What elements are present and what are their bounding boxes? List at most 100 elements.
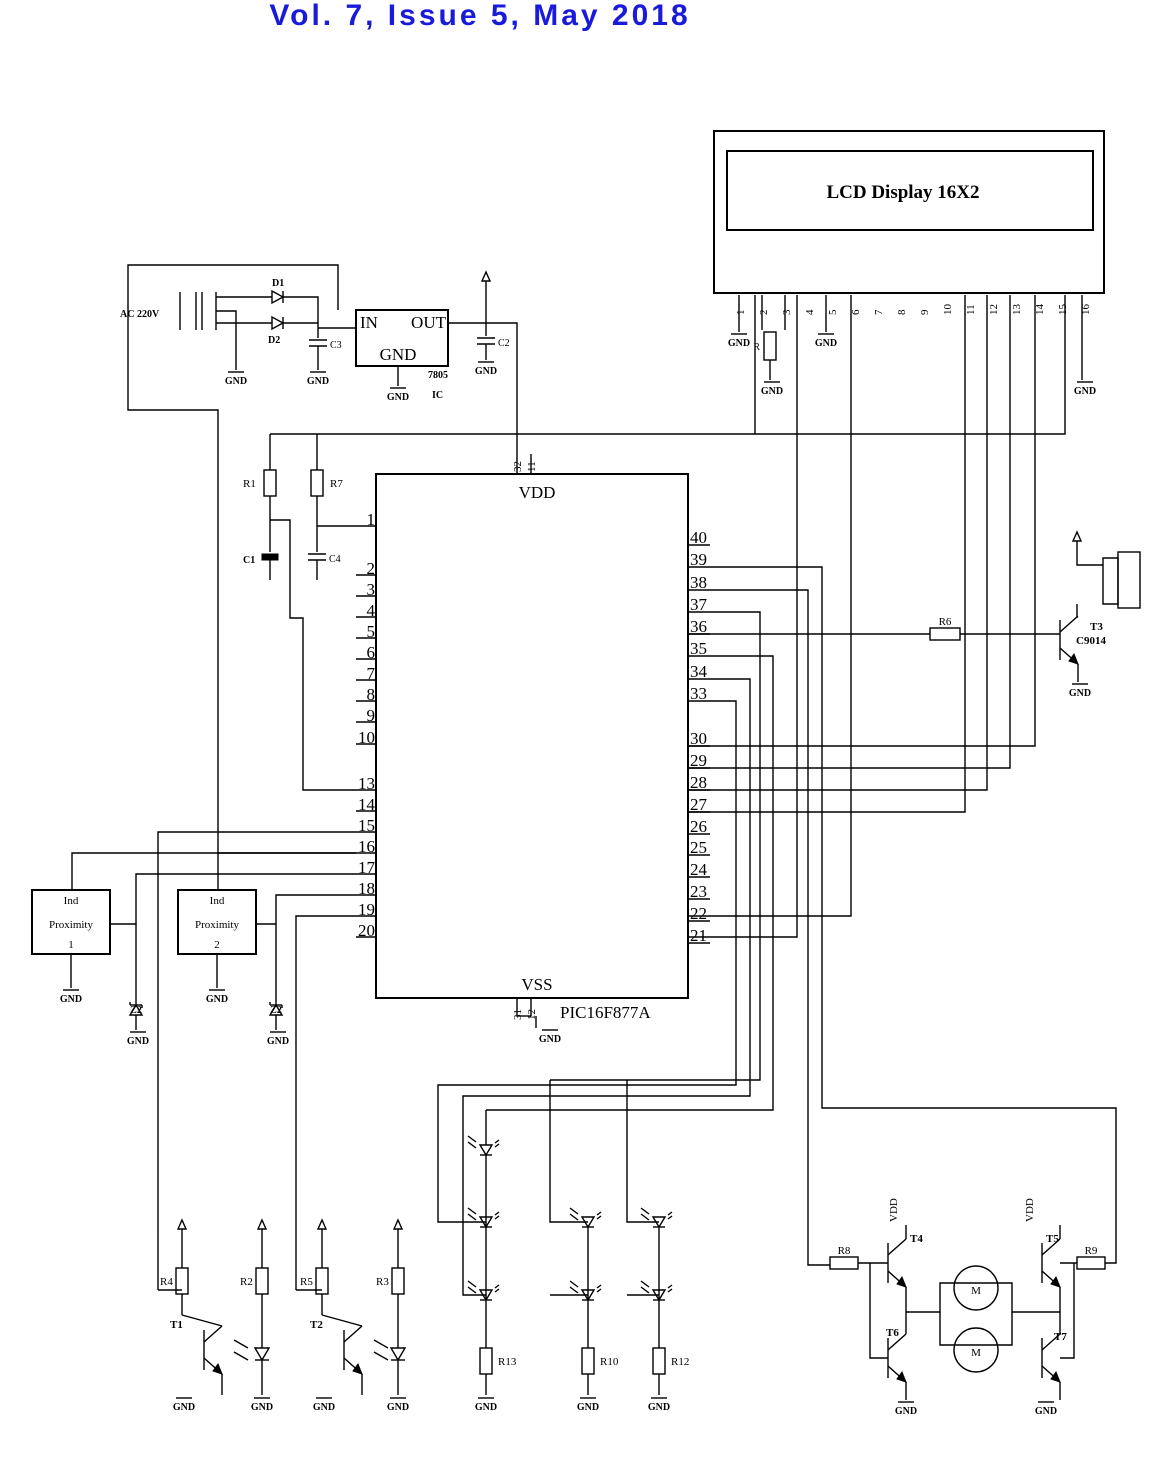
led-mark (494, 1143, 500, 1148)
light-ray (233, 1339, 249, 1349)
resistor-r8 (829, 1256, 859, 1270)
resistor-r13 (479, 1347, 493, 1375)
mcu-pin-number: 10 (358, 728, 375, 747)
mcu-pin-number: 30 (690, 729, 707, 748)
resistor-r1-label: R1 (243, 478, 256, 490)
ground-label: GND (761, 386, 783, 397)
wire (1076, 541, 1103, 566)
wire (1060, 1263, 1075, 1359)
phototransistor-t1-arrow (212, 1362, 223, 1375)
ground-symbol: GND (475, 361, 497, 377)
led-ray (467, 1213, 477, 1221)
ground-symbol: GND (475, 1397, 497, 1413)
led-mark (667, 1284, 673, 1289)
proximity-sensor-line3: 1 (68, 939, 74, 951)
ground-label: GND (267, 1036, 289, 1047)
transistor-t6-collector (887, 1333, 907, 1351)
lcd-pin-number: 5 (827, 309, 839, 315)
supply-arrow (480, 270, 492, 282)
ground-symbol: GND (539, 1029, 561, 1045)
capacitor-c1 (261, 553, 279, 561)
regulator-in-label: IN (360, 313, 378, 332)
transistor-t3-arrow (1068, 652, 1079, 665)
lcd-title: LCD Display 16X2 (826, 182, 979, 203)
wire (437, 700, 737, 1223)
mcu-vdd-pin-number: 32 (512, 461, 524, 472)
transistor-t4-collector (887, 1238, 907, 1256)
wire (710, 566, 1117, 1264)
proximity-sensor-line1: Ind (210, 895, 225, 907)
ground-symbol: GND (127, 1031, 149, 1047)
phototransistor-t1-collector (203, 1325, 223, 1343)
mcu-vss-pin-number: 12 (526, 1009, 538, 1020)
ground-label: GND (1035, 1406, 1057, 1417)
led-ray (569, 1213, 579, 1221)
ground-symbol: GND (761, 381, 783, 397)
resistor-r3-label: R3 (376, 1276, 389, 1288)
wire (270, 295, 1066, 435)
wire (270, 519, 356, 791)
ac-input-label: AC 220V (120, 309, 160, 320)
mcu-pin-number: 37 (690, 595, 708, 614)
wire (710, 589, 830, 1266)
lcd-pin-number: 4 (804, 309, 816, 315)
indicator-led (640, 1207, 673, 1229)
mcu-pin-number: 27 (690, 795, 708, 814)
ground-label: GND (648, 1402, 670, 1413)
ground-label: GND (387, 392, 409, 403)
led-ray (640, 1207, 650, 1215)
ground-label: GND (313, 1402, 335, 1413)
led-mark (596, 1211, 602, 1216)
mcu-pin-number: 2 (367, 559, 376, 578)
sensor-supply-arrow (176, 1218, 188, 1230)
transistor-t4-arrow (896, 1275, 907, 1288)
mcu-pin-number: 23 (690, 882, 707, 901)
mcu-pin-number: 17 (358, 858, 376, 877)
mcu-pin-number: 18 (358, 879, 375, 898)
wire (688, 295, 798, 938)
lcd-contrast-pot-label: R (753, 342, 760, 353)
mcu-vdd-pin-number: 11 (526, 461, 538, 472)
wire (275, 894, 356, 924)
ground-symbol: GND (313, 1397, 335, 1413)
mcu-vss-label: VSS (521, 975, 552, 994)
ground-symbol: GND (1069, 683, 1091, 699)
led-ray (467, 1207, 477, 1215)
mcu-pin-number: 6 (367, 643, 376, 662)
ground-symbol: GND (387, 1397, 409, 1413)
ground-label: GND (895, 1406, 917, 1417)
ground-symbol: GND (173, 1397, 195, 1413)
mcu-pin-number: 15 (358, 816, 375, 835)
ground-symbol: GND (60, 989, 82, 1005)
mcu-vdd-label: VDD (519, 483, 556, 502)
mcu-pin-number: 16 (358, 837, 375, 856)
led-supply-arrow (392, 1218, 404, 1230)
transistor-t6-label: T6 (886, 1327, 899, 1339)
lcd-screen (726, 150, 1094, 231)
ground-label: GND (1074, 386, 1096, 397)
transistor-t6-arrow (896, 1370, 907, 1383)
mcu-pin-number: 24 (690, 860, 708, 879)
mcu-pin-number: 1 (367, 510, 376, 529)
capacitor-c3-label: C3 (330, 340, 342, 351)
resistor-r10-label: R10 (600, 1356, 619, 1368)
transistor-t1-label: T1 (170, 1319, 183, 1331)
mcu-pin-number: 40 (690, 528, 707, 547)
ir-led (389, 1347, 407, 1362)
wire (181, 1314, 223, 1327)
resistor-r6-label: R6 (939, 616, 952, 628)
led-ray (467, 1135, 477, 1143)
ground-label: GND (815, 338, 837, 349)
led-ray (569, 1280, 579, 1288)
ground-symbol: GND (728, 333, 750, 349)
resistor-r7-label: R7 (330, 478, 343, 490)
buzzer-supply-arrow (1071, 530, 1083, 542)
mcu-pin-number: 13 (358, 774, 375, 793)
motor-2-label: M (971, 1347, 981, 1359)
indicator-led (467, 1280, 500, 1302)
lcd-pin-number: 10 (942, 304, 954, 316)
ground-label: GND (728, 338, 750, 349)
mcu-pin-number: 14 (358, 795, 376, 814)
wire (906, 1282, 1060, 1313)
wire (216, 310, 237, 370)
